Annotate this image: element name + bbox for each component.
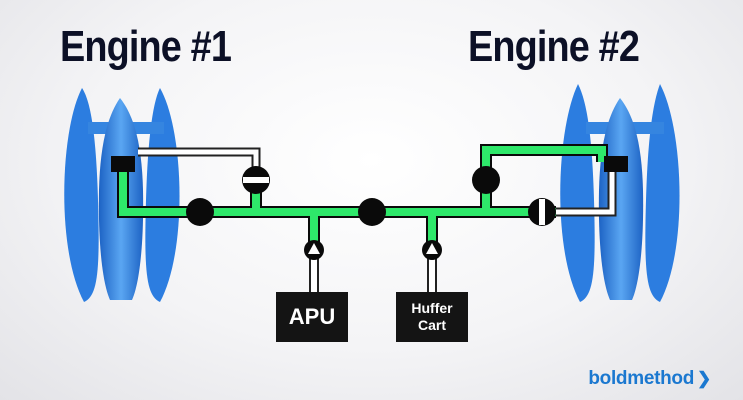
huffer-check-valve <box>422 240 442 260</box>
hp-bleed-lines <box>138 147 617 292</box>
engine-2-title: Engine #2 <box>468 22 640 71</box>
engine-1-title: Engine #1 <box>60 22 232 71</box>
engine-1-blade-right <box>145 88 180 302</box>
engine-1-bleed-port <box>111 156 135 172</box>
engine-1-hp-valve <box>242 166 270 194</box>
apu-label: APU <box>288 304 336 329</box>
engine-2-isolation-valve <box>472 166 500 194</box>
apu-box: APU <box>276 292 348 342</box>
engine-1-blade-left <box>64 88 99 302</box>
engine-2-blade-left <box>560 84 595 302</box>
huffer-cart-box: Huffer Cart <box>396 292 468 342</box>
engine-1-isolation-valve <box>186 198 214 226</box>
bleed-ducts <box>117 144 608 242</box>
engine-2-body <box>598 98 644 300</box>
engine-2-bleed-port <box>604 156 628 172</box>
huffer-cart-label-line2: Cart <box>417 317 446 333</box>
chevron-right-icon: ❯ <box>697 369 711 388</box>
apu-check-valve <box>304 240 324 260</box>
engine-2-hp-valve <box>528 198 556 226</box>
crossfeed-valve <box>358 198 386 226</box>
huffer-cart-label-line1: Huffer <box>411 300 453 316</box>
brand-name: boldmethod <box>588 368 695 389</box>
engine-2 <box>560 84 680 302</box>
engine-2-blade-right <box>645 84 680 302</box>
brand-logo[interactable]: boldmethod❯ <box>588 368 711 390</box>
